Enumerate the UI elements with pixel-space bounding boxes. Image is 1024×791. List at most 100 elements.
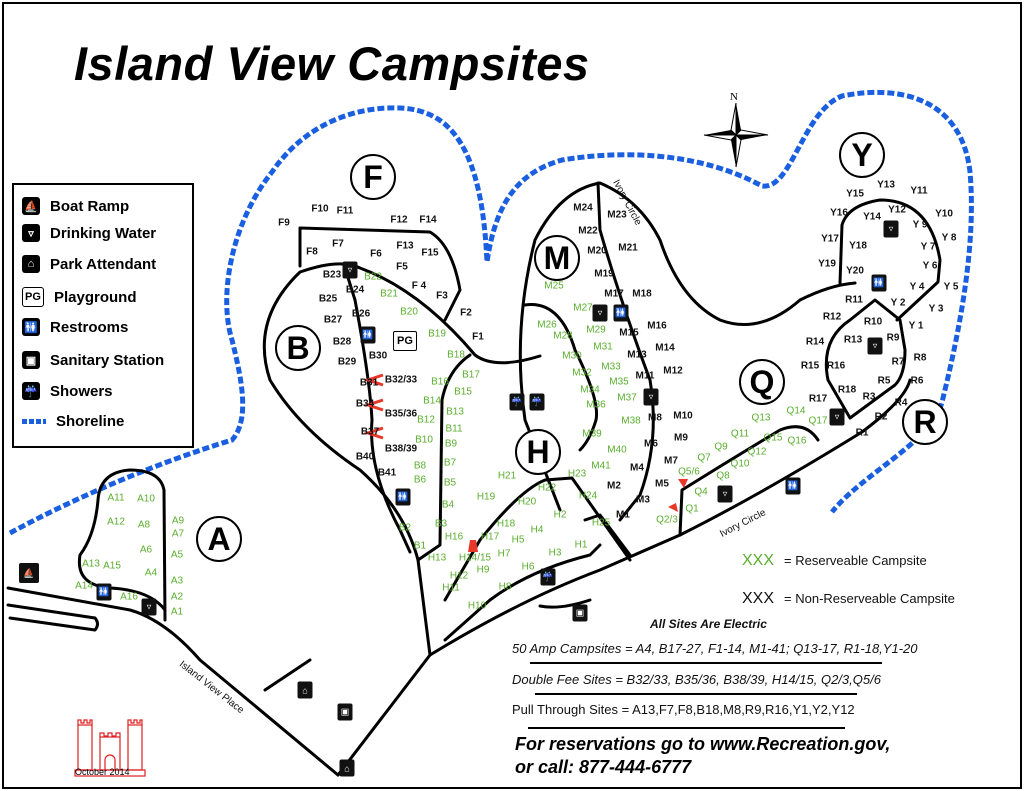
- campsite-label: B22: [364, 271, 382, 283]
- road-h-lower: [443, 543, 602, 642]
- key-symbol-black: XXX: [742, 590, 775, 607]
- playground-icon: PG: [393, 331, 417, 351]
- road-a-loop: [77, 468, 167, 622]
- restrooms-icon: 🚻: [96, 583, 112, 601]
- campsite-label: Q5/6: [678, 466, 700, 478]
- sanitary-station-icon: ▣: [337, 703, 353, 721]
- road-sanitary-spur: [263, 658, 312, 692]
- campsite-label: B31: [359, 377, 379, 389]
- drinking-water-icon: ▿: [829, 408, 845, 426]
- road-m-sub: [523, 303, 599, 452]
- campsite-label: R2: [874, 411, 888, 423]
- boat-ramp-icon: ⛵: [19, 563, 39, 583]
- road-ivory-main: [336, 378, 912, 777]
- campsite-label: B5: [443, 477, 457, 489]
- legend-label: Park Attendant: [50, 255, 157, 273]
- park-attendant-icon: ⌂: [22, 255, 40, 273]
- campsite-label: Y 2: [890, 297, 906, 309]
- campsite-label: H17: [480, 531, 500, 543]
- road-entry: [6, 603, 99, 632]
- campsite-label: M11: [635, 370, 655, 382]
- campsite-label: Y 8: [941, 232, 957, 244]
- campsite-label: B2: [398, 522, 412, 534]
- legend-label: Boat Ramp: [50, 197, 130, 215]
- campsite-label: M31: [593, 341, 613, 353]
- road-lower-spur: [538, 598, 592, 609]
- campsite-label: R13: [843, 334, 863, 346]
- campsite-label: Q8: [716, 470, 730, 482]
- shoreline-icon: [22, 419, 46, 424]
- campsite-label: Q15: [763, 432, 783, 444]
- campsite-label: R9: [886, 332, 900, 344]
- campsite-label: R7: [891, 356, 905, 368]
- campsite-label: M19: [594, 268, 614, 280]
- campsite-label: H6: [521, 561, 535, 573]
- sanitary-station-icon: ▣: [22, 351, 40, 369]
- campsite-label: B38/39: [384, 443, 418, 455]
- area-m-marker: M: [534, 235, 580, 281]
- campsite-label: M27: [573, 302, 593, 314]
- campsite-label: M4: [630, 462, 644, 474]
- campsite-label: H3: [548, 547, 562, 559]
- campsite-label: Y12: [888, 204, 906, 216]
- campsite-label: A10: [137, 493, 155, 505]
- campsite-label: B37: [360, 426, 380, 438]
- campsite-label: F 4: [411, 280, 427, 292]
- campsite-label: M37: [617, 392, 637, 404]
- campsite-label: B24: [345, 284, 365, 296]
- campsite-label: B29: [337, 356, 357, 368]
- campsite-label: M15: [619, 327, 639, 339]
- campsite-label: Y14: [863, 211, 881, 223]
- campsite-label: B28: [332, 336, 352, 348]
- restrooms-icon: 🚻: [785, 477, 801, 495]
- campsite-label: Y10: [935, 208, 953, 220]
- campsite-label: R14: [805, 336, 825, 348]
- campsite-label: B34: [355, 398, 375, 410]
- campsite-label: H7: [497, 548, 511, 560]
- campsite-label: M6: [644, 438, 658, 450]
- campsite-label: Y 6: [922, 260, 938, 272]
- campsite-label: H5: [511, 534, 525, 546]
- campsite-label: H21: [497, 470, 517, 482]
- divider: [535, 693, 857, 695]
- campsite-label: B26: [351, 308, 371, 320]
- campsite-label: F1: [472, 331, 484, 343]
- campsite-label: A15: [103, 560, 121, 572]
- campsite-label: A14: [75, 580, 93, 592]
- campsite-label: R15: [800, 360, 820, 372]
- campsite-label: A13: [82, 558, 100, 570]
- legend-item-showers: ☔Showers: [22, 382, 113, 400]
- road-m-inner: [596, 181, 655, 522]
- key-label: = Non-Reserveable Campsite: [784, 591, 955, 606]
- drinking-water-icon: ▿: [342, 261, 358, 279]
- divider: [530, 662, 882, 664]
- road-h-divide2: [583, 513, 632, 557]
- campsite-label: M7: [664, 455, 678, 467]
- campsite-label: A8: [137, 519, 151, 531]
- legend-label: Sanitary Station: [50, 351, 165, 369]
- campsite-label: M30: [562, 350, 582, 362]
- campsite-label: A7: [171, 528, 185, 540]
- restrooms-icon: 🚻: [395, 488, 411, 506]
- campsite-label: H8: [498, 581, 512, 593]
- drinking-water-icon: ▿: [592, 304, 608, 322]
- restrooms-icon: 🚻: [360, 326, 376, 344]
- campsite-label: B25: [318, 293, 338, 305]
- campsite-label: M38: [621, 415, 641, 427]
- campsite-label: M23: [607, 209, 627, 221]
- campsite-label: A3: [170, 575, 184, 587]
- campsite-label: Q12: [747, 446, 767, 458]
- drinking-water-icon: ▿: [867, 337, 883, 355]
- campsite-label: B11: [445, 423, 463, 435]
- campsite-label: F7: [332, 238, 344, 250]
- campsite-label: R3: [862, 391, 876, 403]
- campsite-label: R5: [877, 375, 891, 387]
- campsite-label: R16: [826, 360, 846, 372]
- park-attendant-icon: ⌂: [339, 759, 355, 777]
- area-r-marker: R: [902, 399, 948, 445]
- campsite-label: F15: [421, 247, 439, 259]
- campsite-label: H18: [496, 518, 516, 530]
- campsite-label: F8: [306, 246, 318, 258]
- campsite-label: H19: [476, 491, 496, 503]
